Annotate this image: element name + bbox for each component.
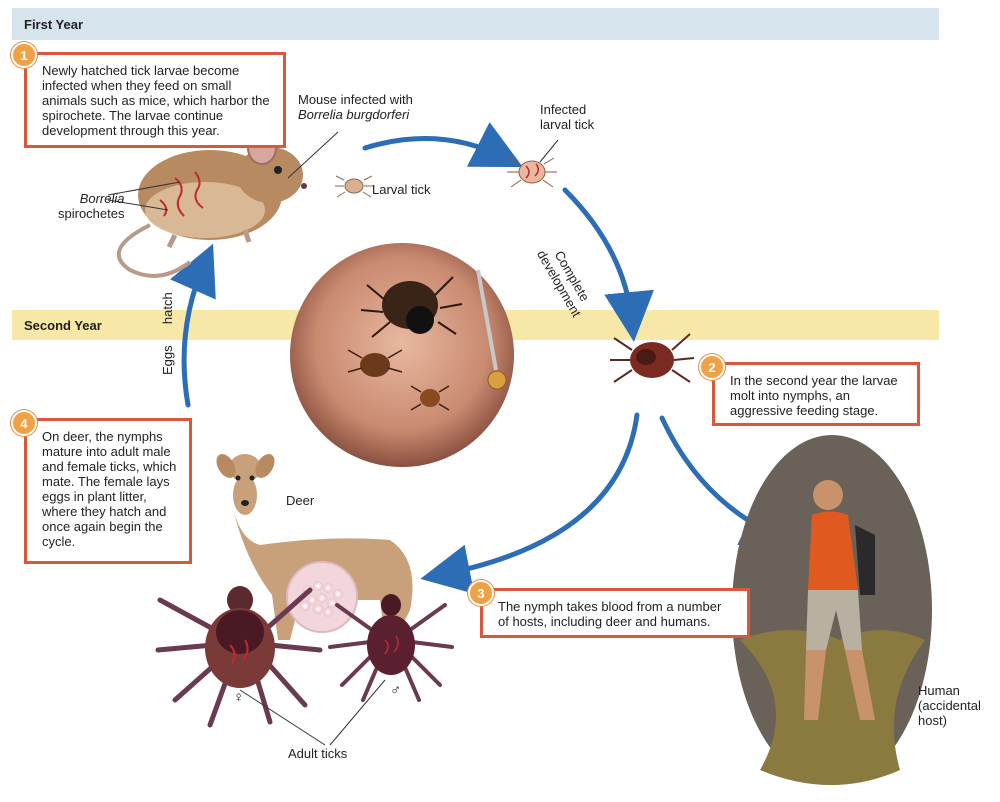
infected-larval-tick-label: Infected larval tick xyxy=(540,102,595,132)
step-1-badge: 1 xyxy=(11,42,37,68)
adult-ticks-label: Adult ticks xyxy=(288,746,348,761)
step-1-text: Newly hatched tick larvae become infecte… xyxy=(42,63,270,138)
adult-female-tick xyxy=(155,586,323,728)
arrow-eggs-hatch xyxy=(170,243,216,408)
step-4-box: On deer, the nymphs mature into adult ma… xyxy=(24,418,192,564)
larval-tick-label: Larval tick xyxy=(372,182,431,197)
tick-photo-circle xyxy=(290,243,514,467)
nymph-tick-icon xyxy=(610,333,695,383)
step-2-text: In the second year the larvae molt into … xyxy=(730,373,898,418)
eggs-hatch-label: Eggs hatch xyxy=(160,292,175,375)
arrow-mouse-to-infected-larva xyxy=(362,122,523,168)
step-3-box: The nymph takes blood from a number of h… xyxy=(480,588,750,638)
step-3-text: The nymph takes blood from a number of h… xyxy=(498,599,722,629)
step-4-badge: 4 xyxy=(11,410,37,436)
human-photo-oval xyxy=(732,435,932,785)
larval-tick-icon xyxy=(335,175,373,198)
first-year-band: First Year xyxy=(12,8,939,40)
step-2-badge: 2 xyxy=(699,354,725,380)
first-year-label: First Year xyxy=(24,16,84,32)
second-year-label: Second Year xyxy=(24,317,102,333)
infected-larval-tick-icon xyxy=(507,157,557,188)
deer-label: Deer xyxy=(286,493,315,508)
step-3-badge: 3 xyxy=(468,580,494,606)
male-symbol: ♂ xyxy=(390,682,402,699)
adult-male-tick xyxy=(328,594,454,702)
arrow-nymph-to-deer xyxy=(420,412,640,594)
human-label: Human (accidental host) xyxy=(918,683,981,728)
step-1-box: Newly hatched tick larvae become infecte… xyxy=(24,52,286,148)
borrelia-spirochetes-label: Borrelia spirochetes xyxy=(58,191,125,221)
arrow-complete-development xyxy=(562,187,654,342)
step-2-box: In the second year the larvae molt into … xyxy=(712,362,920,426)
mouse-illustration xyxy=(116,131,307,278)
step-4-text: On deer, the nymphs mature into adult ma… xyxy=(42,429,177,549)
mouse-label: Mouse infected with Borrelia burgdorferi xyxy=(298,92,413,122)
eggs-circle xyxy=(286,561,358,633)
female-symbol: ♀ xyxy=(233,689,245,706)
